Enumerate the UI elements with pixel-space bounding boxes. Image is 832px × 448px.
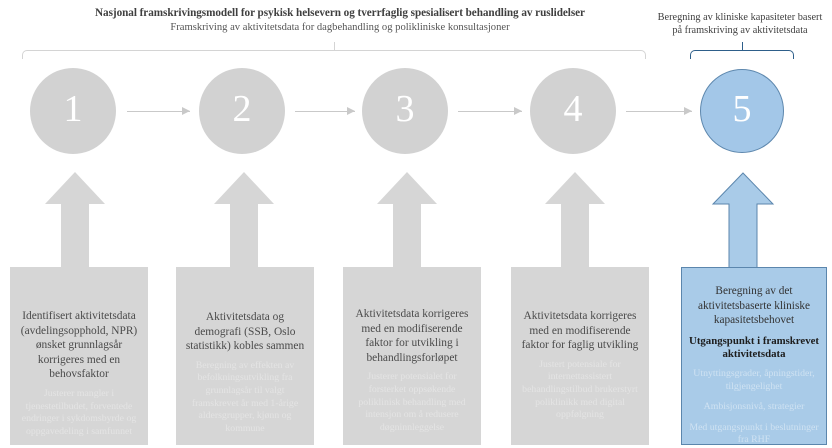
step-box-4-headline: Aktivitetsdata korrigeres med en modifis… <box>521 310 639 352</box>
right-title-line2: på framskriving av aktivitetsdata <box>672 24 808 36</box>
step-box-1-detail: Justerer mangler i tjenestetilbudet, for… <box>21 387 137 437</box>
arrow-shaft <box>295 111 355 113</box>
step-box-1[interactable]: Identifisert aktivitetsdata (avdelingsop… <box>10 267 148 445</box>
flow-arrow-4-to-5 <box>626 107 692 116</box>
up-arrow-icon-3 <box>375 172 439 272</box>
bracket-right-bar <box>690 50 794 59</box>
arrow-shaft <box>458 111 522 113</box>
arrow-shaft <box>626 111 692 113</box>
step-box-4[interactable]: Aktivitetsdata korrigeres med en modifis… <box>511 267 649 445</box>
step-circle-4[interactable]: 4 <box>530 68 616 154</box>
main-title-line2: Framskriving av aktivitetsdata for dagbe… <box>170 22 510 33</box>
step-box-5-detail-1: Utnyttingsgrader, åpningstider, tilgjeng… <box>693 367 815 392</box>
step-box-5-detail-3: Med utgangspunkt i beslutninger fra RHF <box>689 421 819 446</box>
step-circle-5[interactable]: 5 <box>700 69 784 153</box>
up-arrow-icon-1 <box>43 172 107 272</box>
step-circle-3-number: 3 <box>395 88 415 130</box>
step-circle-5-number: 5 <box>732 88 752 130</box>
main-title-block: Nasjonal framskrivingsmodell for psykisk… <box>40 6 640 35</box>
step-box-2-detail: Beregning av effekten av befolkningsutvi… <box>191 359 299 434</box>
up-arrow-icon-4 <box>543 172 607 272</box>
right-title-block: Beregning av kliniske kapasiteter basert… <box>648 12 832 37</box>
arrow-shaft <box>127 111 190 113</box>
up-arrow-icon-2 <box>212 172 276 272</box>
step-circle-1[interactable]: 1 <box>30 68 116 154</box>
step-box-3-detail: Justerer potensialet for forsterket opps… <box>358 371 466 433</box>
flow-arrow-1-to-2 <box>127 107 190 116</box>
bracket-step-5 <box>690 42 794 60</box>
step-box-4-detail: Justert potensiale for internettassister… <box>522 358 638 421</box>
arrow-head-icon <box>182 107 190 115</box>
arrow-head-icon <box>347 107 355 115</box>
bracket-steps-1-4 <box>22 42 646 60</box>
bracket-left-stem <box>334 42 335 51</box>
step-circle-2[interactable]: 2 <box>199 68 285 154</box>
step-box-5-headline: Beregning av det aktivitetsbaserte klini… <box>698 285 810 327</box>
bracket-left-bar <box>22 50 646 59</box>
step-box-5[interactable]: Beregning av det aktivitetsbaserte klini… <box>681 267 827 445</box>
step-circle-3[interactable]: 3 <box>362 68 448 154</box>
flow-arrow-2-to-3 <box>295 107 355 116</box>
step-circle-4-number: 4 <box>563 88 583 130</box>
up-arrow-icon-5 <box>711 172 775 272</box>
step-circle-2-number: 2 <box>232 88 252 130</box>
step-box-3-headline: Aktivitetsdata korrigeres med en modifis… <box>355 308 469 364</box>
step-box-2[interactable]: Aktivitetsdata og demografi (SSB, Oslo s… <box>176 267 314 445</box>
step-box-2-headline: Aktivitetsdata og demografi (SSB, Oslo s… <box>185 311 305 353</box>
step-circle-1-number: 1 <box>63 88 83 130</box>
arrow-head-icon <box>514 107 522 115</box>
flow-arrow-3-to-4 <box>458 107 522 116</box>
main-title-line1: Nasjonal framskrivingsmodell for psykisk… <box>95 7 585 19</box>
arrow-head-icon <box>684 107 692 115</box>
step-box-5-detail-2: Ambisjonsnivå, strategier <box>703 401 805 413</box>
bracket-right-stem <box>742 42 743 51</box>
right-title-line1: Beregning av kliniske kapasiteter basert <box>657 12 823 23</box>
step-box-3[interactable]: Aktivitetsdata korrigeres med en modifis… <box>343 267 481 445</box>
step-box-1-headline: Identifisert aktivitetsdata (avdelingsop… <box>20 310 138 381</box>
step-box-5-subheading: Utgangspunkt i framskrevet aktivitetsdat… <box>689 334 819 361</box>
